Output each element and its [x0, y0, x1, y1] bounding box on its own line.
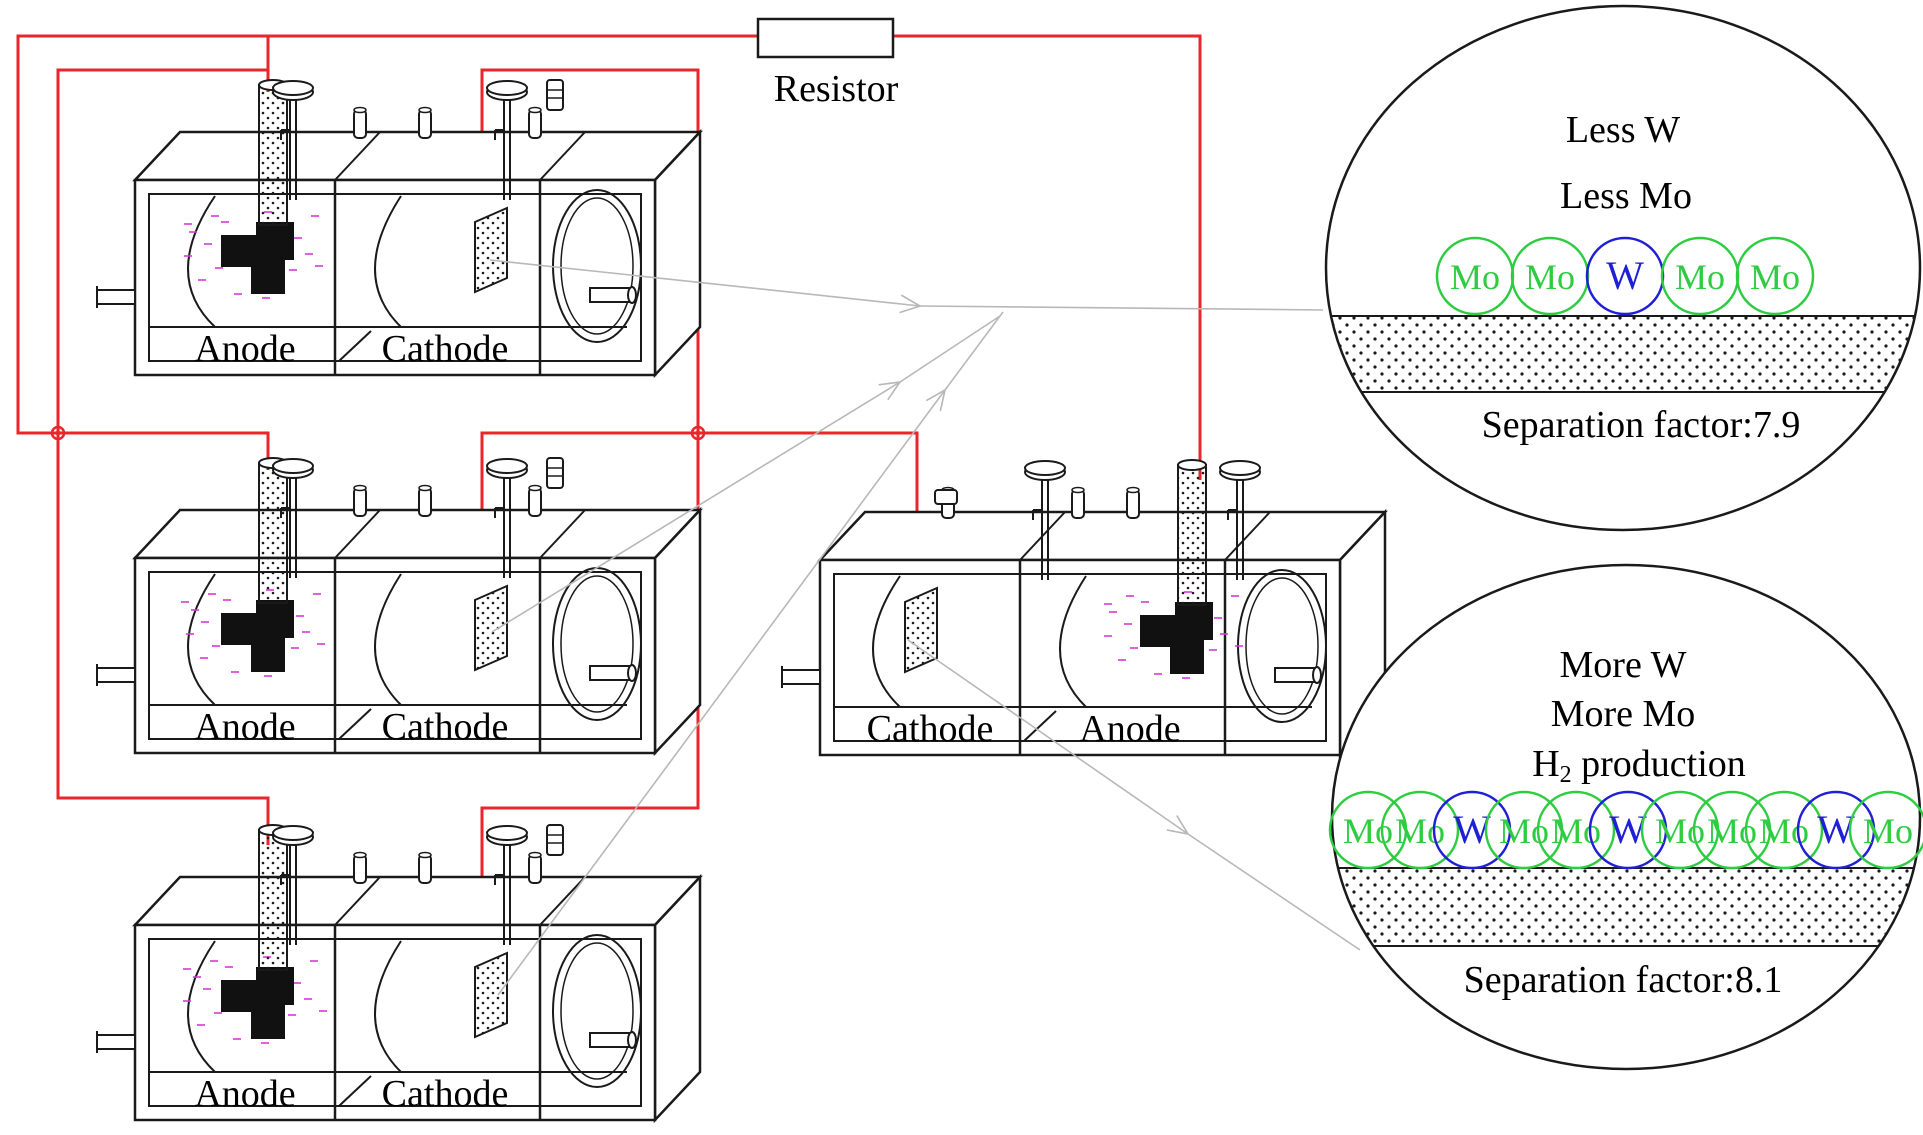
- outlet-nozzle-icon: [590, 665, 636, 681]
- outlet-nozzle-icon: [97, 664, 135, 686]
- porous-tube-electrode-icon: [1178, 460, 1206, 605]
- arrow-line-mid: [900, 316, 1000, 382]
- gas-port-icon: [1072, 488, 1084, 519]
- outlet-nozzle-icon: [590, 1032, 636, 1048]
- cell-1: Anode Cathode: [97, 80, 700, 375]
- dotted-plate-electrode-icon: [475, 953, 507, 1037]
- outlet-nozzle-icon: [97, 1031, 135, 1053]
- callout-less: Less W Less Mo Mo Mo W Mo Mo Separation fact…: [1320, 6, 1923, 530]
- callout-line-1: Less W: [1566, 109, 1680, 151]
- cell-right-label: Cathode: [382, 706, 509, 748]
- gas-port-icon: [419, 486, 431, 517]
- gas-port-icon: [1127, 488, 1139, 519]
- dotted-plate-electrode-icon: [905, 588, 937, 672]
- outlet-nozzle-icon: [97, 286, 135, 308]
- cell-top-face: [135, 877, 700, 925]
- callout-line-2: More Mo: [1551, 693, 1696, 735]
- wire-from-resistor: [893, 36, 1200, 480]
- cell-2: Anode Cathode: [97, 458, 700, 753]
- cell-top-face: [820, 512, 1385, 560]
- cell-4: Cathode Anode: [782, 460, 1385, 755]
- cell-left-label: Anode: [194, 328, 295, 370]
- gas-port-icon: [935, 490, 957, 504]
- gas-port-icon: [529, 108, 541, 139]
- resistor-body: [758, 19, 893, 57]
- cell-top-face: [135, 510, 700, 558]
- gas-port-icon: [529, 486, 541, 517]
- cell-right-label: Cathode: [382, 1073, 509, 1115]
- gas-port-icon: [354, 108, 366, 139]
- separation-factor-label: Separation factor:8.1: [1464, 959, 1783, 1001]
- arrow-line-bottom: [945, 312, 1003, 390]
- outlet-nozzle-icon: [590, 287, 636, 303]
- gas-port-icon: [354, 853, 366, 884]
- dotted-plate-electrode-icon: [475, 208, 507, 292]
- cell-left-label: Cathode: [867, 708, 994, 750]
- svg-text:Mo: Mo: [1525, 257, 1575, 297]
- electrode-surface-dotted: [1320, 316, 1923, 392]
- arrow-line-to-callout-top: [920, 306, 1323, 310]
- gas-port-icon: [547, 825, 563, 855]
- gas-port-icon: [419, 108, 431, 139]
- gas-port-icon: [547, 458, 563, 488]
- dotted-plate-electrode-icon: [475, 586, 507, 670]
- separation-factor-label: Separation factor:7.9: [1482, 404, 1801, 446]
- callout-line-1: More W: [1560, 644, 1687, 686]
- cell-right-label: Cathode: [382, 328, 509, 370]
- svg-text:Mo: Mo: [1863, 811, 1913, 851]
- gas-port-icon: [529, 853, 541, 884]
- cell-right-label: Anode: [1079, 708, 1180, 750]
- svg-text:Mo: Mo: [1750, 257, 1800, 297]
- outlet-nozzle-icon: [782, 666, 820, 688]
- resistor: Resistor: [758, 19, 899, 110]
- svg-text:Mo: Mo: [1675, 257, 1725, 297]
- resistor-label: Resistor: [774, 68, 899, 110]
- svg-text:W: W: [1606, 253, 1644, 298]
- svg-text:Mo: Mo: [1450, 257, 1500, 297]
- callout-line-2: Less Mo: [1560, 175, 1692, 217]
- electrode-surface-dotted: [1320, 868, 1923, 946]
- gas-port-icon: [547, 80, 563, 110]
- cell-left-label: Anode: [194, 706, 295, 748]
- cell-top-face: [135, 132, 700, 180]
- porous-tube-electrode-icon: [259, 80, 287, 225]
- cell-left-label: Anode: [194, 1073, 295, 1115]
- porous-tube-electrode-icon: [259, 458, 287, 603]
- gas-port-icon: [354, 486, 366, 517]
- gas-port-icon: [419, 853, 431, 884]
- outlet-nozzle-icon: [1275, 667, 1321, 683]
- cell-3: Anode Cathode: [97, 825, 700, 1120]
- porous-tube-electrode-icon: [259, 825, 287, 970]
